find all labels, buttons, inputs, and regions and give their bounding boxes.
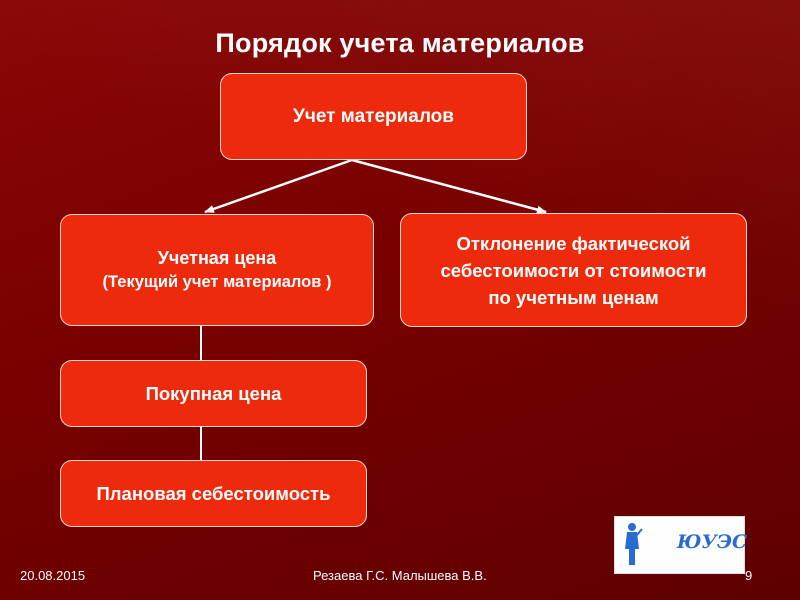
node-cost-deviation-line1: Отклонение фактической [456,232,691,254]
node-materials-accounting-label: Учет материалов [293,105,454,127]
statue-figure-icon [625,523,643,565]
footer-page-number: 9 [745,568,753,583]
node-cost-deviation-line2: себестоимости от стоимости [440,259,707,281]
footer-date: 20.08.2015 [20,568,86,583]
university-logo: ЮУЭС [614,516,748,574]
logo-letters: ЮУЭС [677,531,748,553]
node-cost-deviation: Отклонение фактической себестоимости от … [400,213,747,327]
node-cost-deviation-line3: по учетным ценам [488,286,659,308]
slide-title: Порядок учета материалов [215,28,585,58]
node-purchase-price: Покупная цена [60,360,367,427]
node-planned-cost: Плановая себестоимость [60,460,367,527]
node-planned-cost-label: Плановая себестоимость [96,482,331,504]
footer-authors: Резаева Г.С. Малышева В.В. [313,568,487,583]
node-accounting-price: Учетная цена (Текущий учет материалов ) [60,214,374,326]
node-materials-accounting: Учет материалов [220,73,527,160]
node-accounting-price-label: Учетная цена [157,248,277,268]
node-accounting-price-sublabel: (Текущий учет материалов ) [102,273,332,291]
node-purchase-price-label: Покупная цена [145,382,282,404]
